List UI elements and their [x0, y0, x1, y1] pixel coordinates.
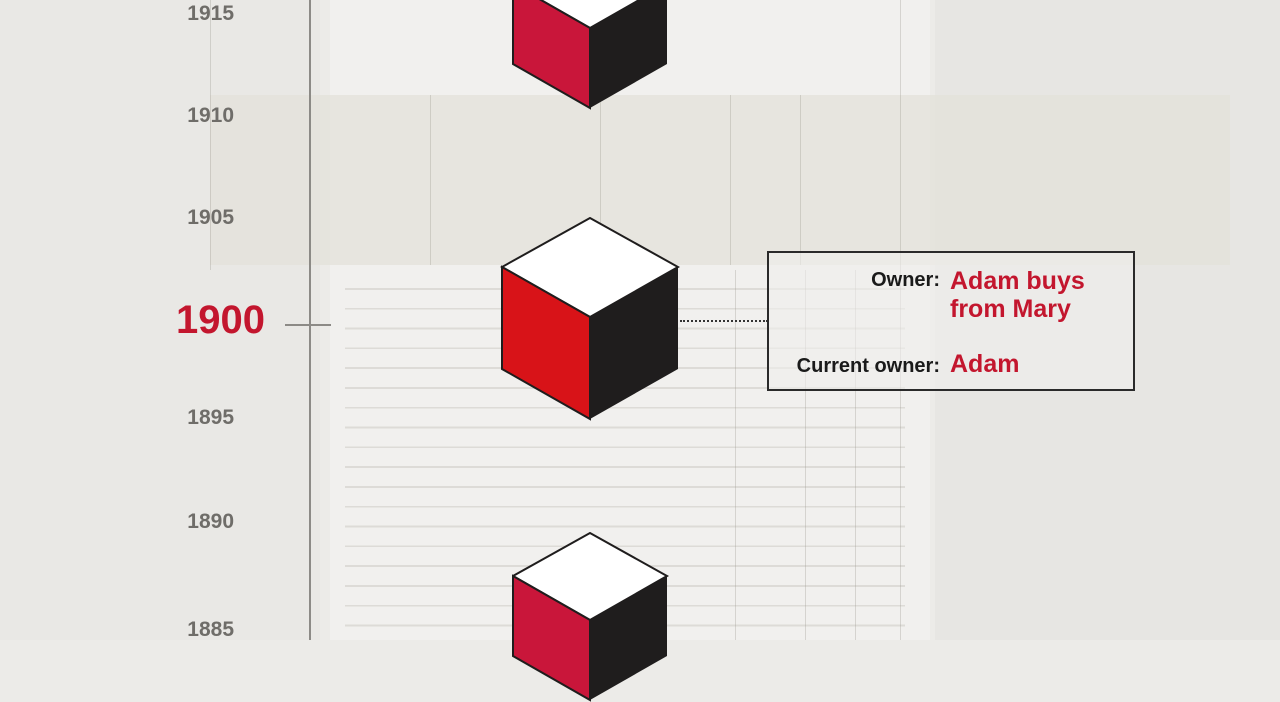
- ledger-column-line: [600, 95, 601, 265]
- timeline-axis: [309, 0, 311, 640]
- ledger-column-line: [730, 95, 731, 265]
- year-label: 1905: [187, 206, 234, 229]
- owner-value: Adam buys from Mary: [950, 267, 1085, 323]
- ledger-column-line: [855, 270, 856, 640]
- ledger-column-line: [430, 95, 431, 265]
- ownership-info-box: Owner: Adam buys from Mary Current owner…: [767, 251, 1135, 391]
- ledger-table-overlay: [210, 95, 1230, 265]
- ownership-cube-1885: [512, 532, 670, 702]
- year-label: 1915: [187, 2, 234, 25]
- year-label: 1890: [187, 510, 234, 533]
- year-label: 1910: [187, 104, 234, 127]
- year-label: 1895: [187, 406, 234, 429]
- cube-to-info-connector: [680, 320, 768, 322]
- ledger-column-line: [805, 270, 806, 640]
- ownership-cube-1915: [512, 0, 667, 110]
- owner-label: Owner:: [871, 269, 940, 291]
- ledger-column-line: [735, 270, 736, 640]
- ledger-column-line: [210, 0, 211, 270]
- year-label: 1885: [187, 618, 234, 641]
- year-label-highlighted: 1900: [176, 298, 265, 342]
- current-owner-label: Current owner:: [796, 355, 940, 377]
- current-owner-value: Adam: [950, 350, 1020, 378]
- ownership-cube-1900: [500, 217, 680, 421]
- timeline-highlight-tick: [285, 324, 331, 326]
- ledger-column-line: [800, 95, 801, 265]
